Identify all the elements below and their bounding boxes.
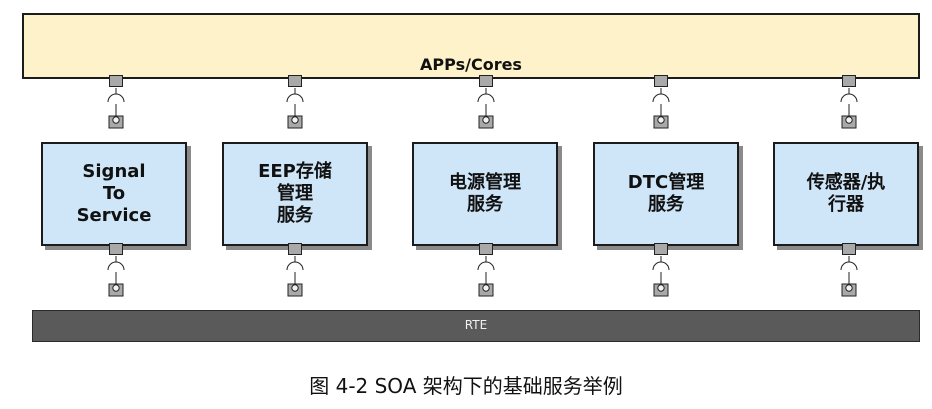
required-port-plug xyxy=(286,88,304,129)
required-port-plug xyxy=(840,88,858,129)
service-label: EEP存储 管理 服务 xyxy=(258,161,332,226)
provided-port-square xyxy=(654,243,668,255)
provided-port-square xyxy=(288,243,302,255)
required-port-plug xyxy=(107,256,125,297)
apps-cores-label: APPs/Cores xyxy=(420,55,522,74)
provided-port-square xyxy=(842,75,856,87)
required-port-plug xyxy=(477,88,495,129)
required-port-plug xyxy=(652,256,670,297)
provided-port-square xyxy=(109,75,123,87)
service-box-power-management: 电源管理 服务 xyxy=(412,142,558,246)
provided-port-square xyxy=(479,75,493,87)
service-label: 传感器/执 行器 xyxy=(806,172,886,215)
required-port-plug xyxy=(286,256,304,297)
provided-port-square xyxy=(479,243,493,255)
required-port-plug xyxy=(107,88,125,129)
service-box-sensor-actuator: 传感器/执 行器 xyxy=(773,142,919,246)
service-box-dtc-management: DTC管理 服务 xyxy=(593,142,739,246)
required-port-plug xyxy=(477,256,495,297)
rte-label: RTE xyxy=(464,318,488,332)
service-label: DTC管理 服务 xyxy=(627,172,705,215)
required-port-plug xyxy=(840,256,858,297)
service-box-signal-to-service: Signal To Service xyxy=(41,142,187,246)
provided-port-square xyxy=(109,243,123,255)
provided-port-square xyxy=(288,75,302,87)
rte-layer: RTE xyxy=(32,310,920,342)
apps-cores-layer: APPs/Cores xyxy=(22,13,920,79)
provided-port-square xyxy=(654,75,668,87)
provided-port-square xyxy=(842,243,856,255)
service-box-eep-storage: EEP存储 管理 服务 xyxy=(222,142,368,246)
service-label: Signal To Service xyxy=(76,161,152,226)
required-port-plug xyxy=(652,88,670,129)
service-label: 电源管理 服务 xyxy=(449,172,521,215)
figure-caption: 图 4-2 SOA 架构下的基础服务举例 xyxy=(309,374,623,398)
